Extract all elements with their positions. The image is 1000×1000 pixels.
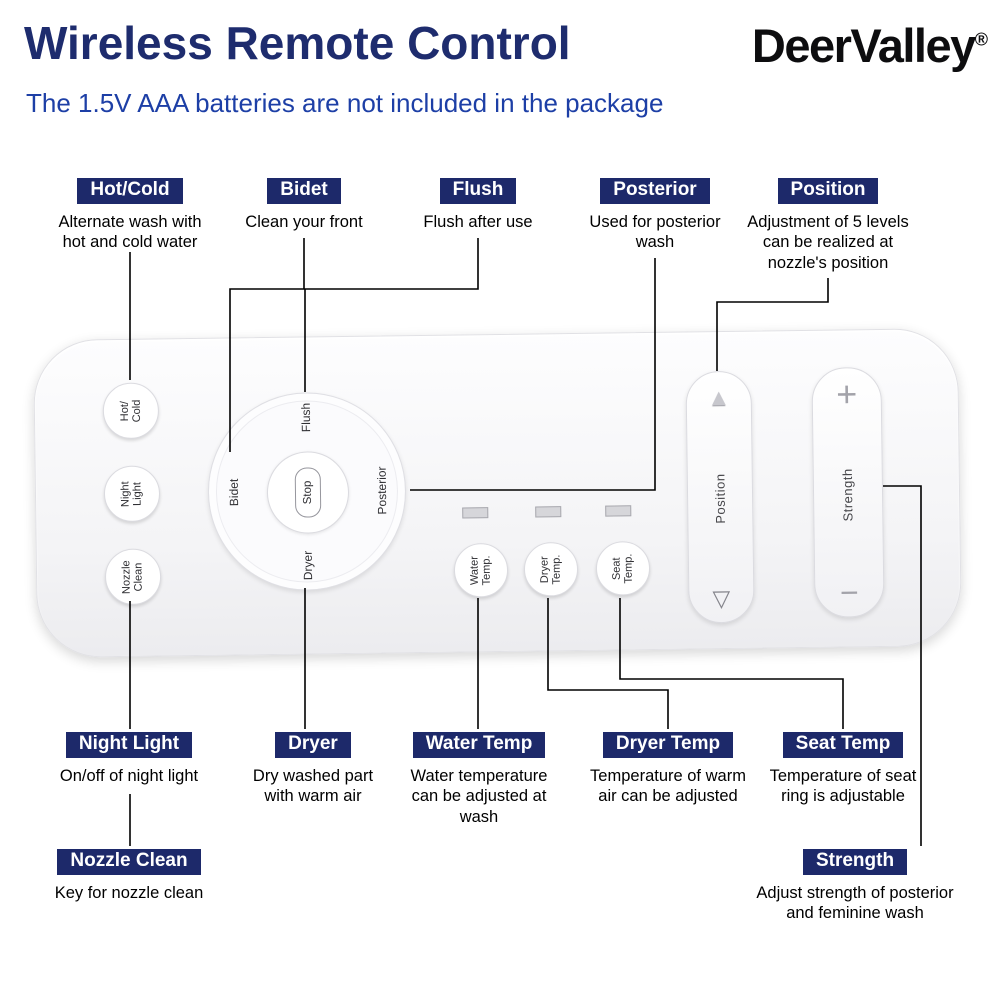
- dryer-temp-button: Dryer Temp.: [523, 541, 579, 597]
- seat-temp-button: Seat Temp.: [595, 541, 651, 596]
- callout-seat-temp: Seat Temp Temperature of seat ring is ad…: [733, 732, 953, 807]
- desc-night-light: On/off of night light: [59, 767, 199, 785]
- night-light-button: Night Light: [103, 465, 161, 523]
- posterior-button-label: Posterior: [374, 466, 390, 515]
- flush-button-label: Flush: [298, 402, 314, 433]
- bidet-button-label: Bidet: [226, 478, 242, 507]
- callout-dryer-temp: Dryer Temp Temperature of warm air can b…: [553, 732, 783, 807]
- desc-dryer: Dry washed part with warm air: [252, 767, 374, 806]
- callout-nozzle-clean: Nozzle Clean Key for nozzle clean: [19, 849, 239, 903]
- callout-position: Position Adjustment of 5 levels can be r…: [708, 178, 948, 273]
- desc-seat-temp: Temperature of seat ring is adjustable: [769, 767, 917, 806]
- callout-bidet: Bidet Clean your front: [209, 178, 399, 232]
- callout-night-light: Night Light On/off of night light: [19, 732, 239, 786]
- callout-flush: Flush Flush after use: [383, 178, 573, 232]
- water-temp-button-label: Water Temp.: [468, 555, 494, 586]
- seat-temp-led: [605, 505, 632, 517]
- strength-rocker: + Strength −: [811, 366, 885, 618]
- water-temp-led: [462, 507, 489, 519]
- dryer-button-label: Dryer: [300, 550, 316, 581]
- badge-dryer: Dryer: [275, 732, 351, 758]
- badge-strength: Strength: [802, 849, 908, 875]
- position-rocker: ▲ Position ▽: [685, 370, 755, 624]
- desc-nozzle-clean: Key for nozzle clean: [54, 884, 204, 902]
- hot-cold-button-label: Hot/ Cold: [118, 399, 144, 423]
- badge-seat-temp: Seat Temp: [782, 732, 904, 758]
- badge-position: Position: [777, 178, 879, 204]
- desc-flush: Flush after use: [423, 213, 533, 231]
- position-rocker-label: Position: [712, 472, 728, 524]
- badge-posterior: Posterior: [600, 178, 710, 204]
- dryer-temp-button-label: Dryer Temp.: [538, 554, 564, 585]
- callout-strength: Strength Adjust strength of posterior an…: [710, 849, 1000, 924]
- desc-posterior: Used for posterior wash: [589, 213, 721, 252]
- brand-name: DeerValley: [751, 19, 976, 72]
- page-title: Wireless Remote Control: [24, 17, 571, 69]
- badge-bidet: Bidet: [267, 178, 341, 204]
- hot-cold-button: Hot/ Cold: [102, 382, 160, 440]
- badge-dryer-temp: Dryer Temp: [602, 732, 734, 758]
- strength-minus-icon: −: [839, 574, 859, 611]
- desc-bidet: Clean your front: [245, 213, 363, 231]
- remote-body: Hot/ Cold Night Light Nozzle Clean Flush…: [32, 327, 963, 659]
- nozzle-clean-button-label: Nozzle Clean: [120, 559, 146, 594]
- dryer-temp-led: [535, 506, 562, 518]
- position-down-icon: ▽: [712, 584, 731, 612]
- stop-button: Stop: [294, 467, 322, 518]
- position-up-icon: ▲: [707, 383, 731, 411]
- callout-hot-cold: Hot/Cold Alternate wash with hot and col…: [25, 178, 235, 253]
- strength-plus-icon: +: [835, 373, 858, 415]
- badge-nozzle-clean: Nozzle Clean: [57, 849, 201, 875]
- water-temp-button: Water Temp.: [453, 542, 509, 598]
- callout-dryer: Dryer Dry washed part with warm air: [213, 732, 413, 807]
- nozzle-clean-button: Nozzle Clean: [104, 548, 162, 606]
- desc-strength: Adjust strength of posterior and feminin…: [756, 884, 954, 923]
- badge-night-light: Night Light: [65, 732, 193, 758]
- wash-dial: Flush Bidet Posterior Dryer Stop: [206, 391, 408, 592]
- subtitle: The 1.5V AAA batteries are not included …: [26, 88, 664, 118]
- callout-posterior: Posterior Used for posterior wash: [555, 178, 755, 253]
- badge-flush: Flush: [439, 178, 517, 204]
- dial-center: Stop: [266, 450, 350, 535]
- desc-hot-cold: Alternate wash with hot and cold water: [58, 213, 202, 252]
- badge-water-temp: Water Temp: [412, 732, 546, 758]
- desc-position: Adjustment of 5 levels can be realized a…: [747, 213, 909, 272]
- desc-dryer-temp: Temperature of warm air can be adjusted: [590, 767, 746, 806]
- desc-water-temp: Water temperature can be adjusted at was…: [410, 767, 548, 826]
- stop-button-label: Stop: [301, 480, 315, 505]
- night-light-button-label: Night Light: [119, 480, 145, 507]
- seat-temp-button-label: Seat Temp.: [610, 553, 636, 584]
- registered-mark: ®: [974, 29, 988, 50]
- strength-rocker-label: Strength: [840, 467, 856, 522]
- brand-logo: DeerValley®: [752, 18, 988, 73]
- callout-water-temp: Water Temp Water temperature can be adju…: [374, 732, 584, 827]
- badge-hot-cold: Hot/Cold: [77, 178, 183, 204]
